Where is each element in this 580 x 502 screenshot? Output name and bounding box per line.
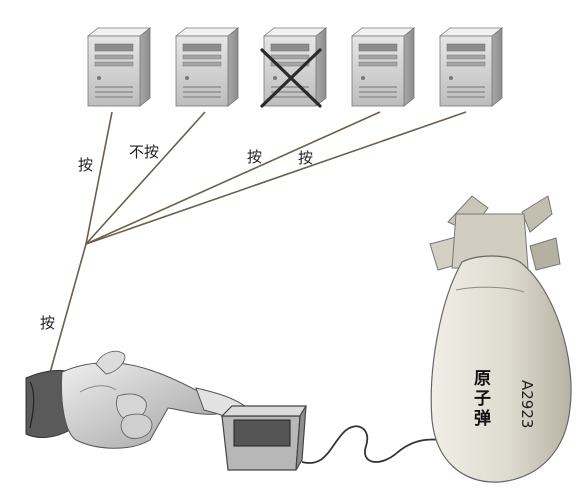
server-3 <box>260 27 327 108</box>
connection-lines <box>47 111 467 381</box>
atomic-bomb: 原 子 弹 A2923 <box>429 195 572 483</box>
bomb-label-char-2: 子 <box>474 389 491 409</box>
wire-to-server-2 <box>85 111 206 245</box>
bomb-label-char-3: 弹 <box>474 408 491 429</box>
wire-to-server-1 <box>85 111 113 245</box>
label-server-5: 按 <box>298 149 313 167</box>
server-1 <box>87 27 151 107</box>
wire-to-server-5 <box>85 111 467 245</box>
label-server-4: 按 <box>247 148 262 166</box>
failed-x-icon <box>260 48 322 108</box>
push-button-box <box>220 405 308 471</box>
server-5 <box>439 27 503 107</box>
server-4 <box>351 27 415 107</box>
cable-to-bomb <box>301 425 441 464</box>
bomb-label-char-1: 原 <box>474 369 491 389</box>
label-hub-to-hand: 按 <box>40 314 55 332</box>
server-2 <box>175 27 239 107</box>
wire-to-server-4 <box>85 111 381 245</box>
label-server-2: 不按 <box>129 143 159 161</box>
hand-icon <box>25 350 256 449</box>
wire-hub-to-hand <box>47 243 87 381</box>
label-server-1: 按 <box>78 156 93 174</box>
bomb-code: A2923 <box>518 380 536 428</box>
